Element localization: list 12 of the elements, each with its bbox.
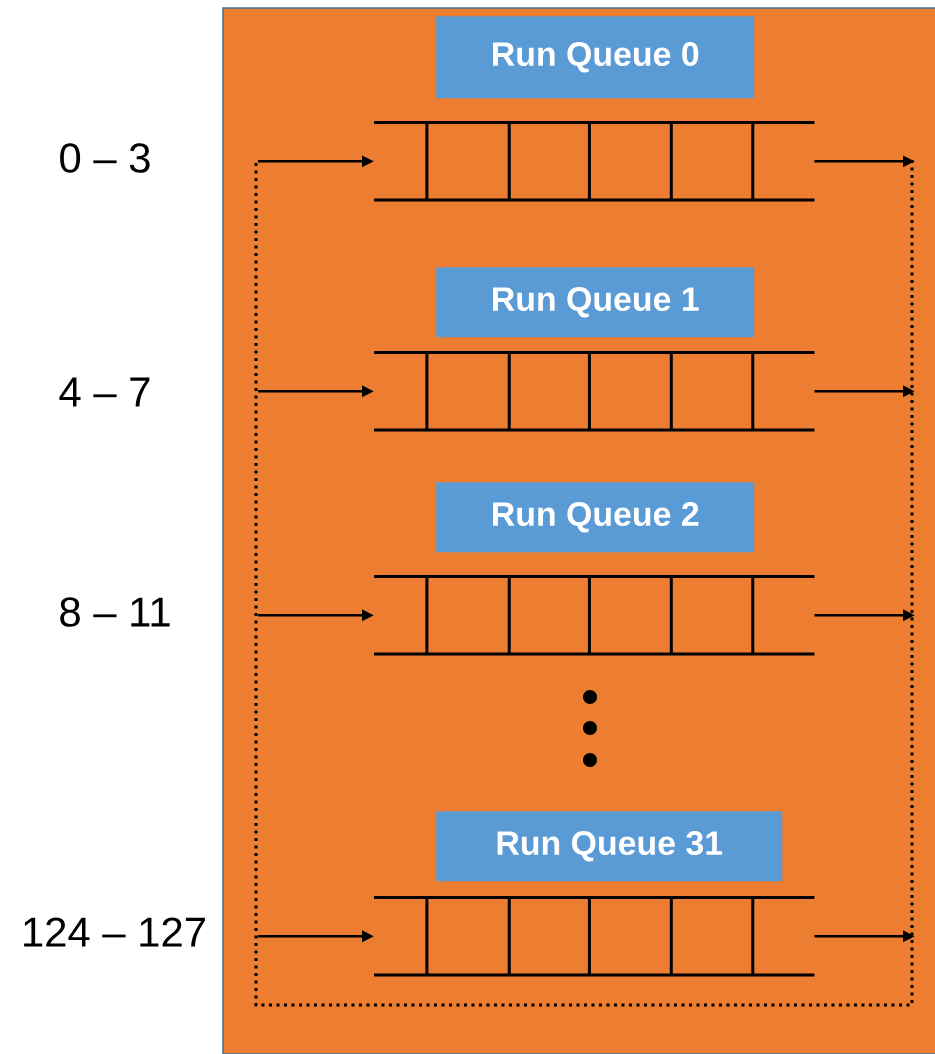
queue-drawing [372,896,816,977]
priority-range: 4 – 7 [59,377,150,407]
priority-range: 8 – 11 [60,597,170,627]
priority-range: 0 – 3 [60,143,150,173]
queue-drawing [372,121,816,202]
queue-label: Run Queue 2 [436,482,755,553]
queue-label: Run Queue 31 [436,811,783,882]
queue-label: Run Queue 0 [436,16,755,99]
queue-drawing [372,351,816,432]
queue-drawing [372,575,816,656]
priority-range: 124 – 127 [24,917,205,947]
queue-label: Run Queue 1 [436,267,755,338]
